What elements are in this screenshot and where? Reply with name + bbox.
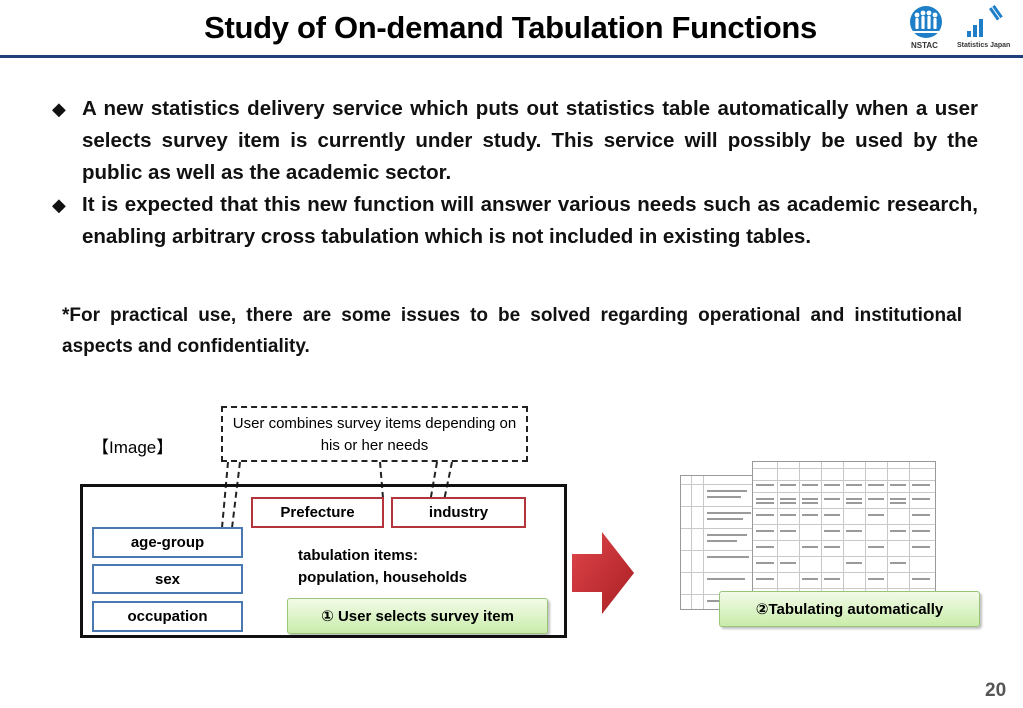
slide-title: Study of On-demand Tabulation Functions: [204, 10, 817, 45]
item-prefecture[interactable]: Prefecture: [251, 497, 384, 528]
item-sex[interactable]: sex: [92, 564, 243, 594]
tabulation-items-text: tabulation items: population, households: [298, 545, 467, 589]
bullet-text: A new statistics delivery service which …: [82, 97, 978, 184]
bullet-item: ◆ A new statistics delivery service whic…: [50, 93, 978, 189]
logo-caption-statistics-japan: Statistics Japan: [957, 42, 1011, 49]
image-label: 【Image】: [92, 438, 174, 457]
step2-tabulating-automatically-button[interactable]: ②Tabulating automatically: [719, 591, 980, 627]
nstac-statistics-japan-logo: NSTAC Statistics Japan: [905, 4, 1017, 51]
output-table-sheet-back: [680, 475, 765, 610]
bullet-item: ◆ It is expected that this new function …: [50, 189, 978, 253]
item-age-group[interactable]: age-group: [92, 527, 243, 558]
diamond-bullet-icon: ◆: [52, 195, 66, 215]
user-combines-callout: User combines survey items depending on …: [221, 406, 528, 462]
logo-caption-nstac: NSTAC: [911, 41, 938, 50]
survey-item-selection-panel: [80, 484, 567, 638]
practical-use-note: *For practical use, there are some issue…: [62, 305, 962, 357]
step1-select-survey-item-button[interactable]: ① User selects survey item: [287, 598, 548, 634]
item-occupation[interactable]: occupation: [92, 601, 243, 632]
nstac-logo-icon: [910, 4, 1003, 38]
diamond-bullet-icon: ◆: [52, 99, 66, 119]
item-industry[interactable]: industry: [391, 497, 526, 528]
title-underline: [0, 55, 1023, 58]
page-number: 20: [985, 680, 1007, 701]
tabulation-values: population, households: [298, 569, 468, 586]
bullet-text: It is expected that this new function wi…: [82, 193, 978, 248]
bullet-list: ◆ A new statistics delivery service whic…: [50, 93, 978, 253]
tabulation-label: tabulation items:: [298, 547, 419, 564]
right-arrow-icon: [572, 532, 634, 614]
